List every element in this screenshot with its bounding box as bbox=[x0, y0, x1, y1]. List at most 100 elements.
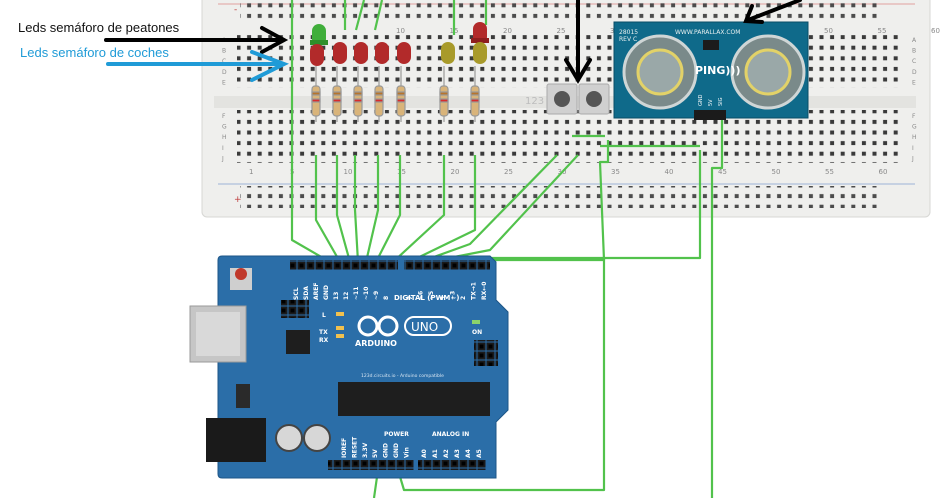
capacitor bbox=[275, 424, 303, 452]
wire bbox=[354, 0, 366, 31]
pin-label: RESET bbox=[351, 436, 358, 458]
wire bbox=[353, 155, 360, 263]
header-bottom-power bbox=[328, 460, 414, 470]
button-label: 123 bbox=[525, 96, 544, 107]
wire bbox=[392, 155, 446, 263]
wire bbox=[375, 155, 402, 263]
row-letter: C bbox=[912, 58, 916, 65]
power-jack bbox=[206, 418, 266, 462]
wire bbox=[408, 155, 477, 263]
led-yellow bbox=[441, 42, 455, 64]
wire bbox=[440, 140, 610, 262]
pin-label: SDA bbox=[303, 286, 310, 300]
wire bbox=[396, 258, 606, 492]
sensor-model: 28015 bbox=[619, 29, 638, 36]
on-label: ON bbox=[472, 329, 482, 336]
row-letter: D bbox=[222, 69, 227, 76]
pin-label: A2 bbox=[443, 449, 450, 458]
led-green bbox=[310, 24, 328, 46]
row-letter: E bbox=[222, 79, 226, 86]
pin-label: ~9 bbox=[373, 291, 380, 300]
column-number: 40 bbox=[665, 168, 674, 176]
sensor-pin-label: SIG bbox=[718, 97, 724, 106]
row-letter: F bbox=[912, 113, 916, 120]
pin-label: 8 bbox=[383, 296, 390, 300]
brand-label: ARDUINO bbox=[355, 339, 397, 348]
column-number: 25 bbox=[557, 27, 566, 35]
pin-label: RX←0 bbox=[481, 282, 488, 300]
pin-label: ~6 bbox=[418, 291, 425, 300]
row-letter: J bbox=[221, 155, 224, 162]
column-number: 35 bbox=[611, 168, 620, 176]
rail-plus-sign: + bbox=[234, 195, 242, 205]
row-letter: B bbox=[222, 48, 226, 55]
atmega-chip bbox=[338, 382, 490, 416]
resistor bbox=[353, 66, 363, 122]
column-number: 50 bbox=[824, 27, 833, 35]
wire bbox=[364, 155, 380, 263]
resistor bbox=[374, 66, 384, 122]
arrow-down-button bbox=[564, 0, 592, 84]
pin-label: SCL bbox=[293, 287, 300, 300]
led-red bbox=[354, 42, 368, 64]
column-number: 45 bbox=[718, 168, 727, 176]
pin-label: A0 bbox=[421, 449, 428, 458]
resistor bbox=[396, 66, 406, 122]
row-letter: E bbox=[912, 79, 916, 86]
column-number: 55 bbox=[825, 168, 834, 176]
analog-label: ANALOG IN bbox=[432, 431, 469, 438]
wire bbox=[373, 0, 384, 31]
wire bbox=[314, 155, 341, 263]
arrow-sensor bbox=[743, 0, 802, 24]
pin-label: 3.3V bbox=[362, 442, 369, 458]
column-number: 25 bbox=[504, 168, 513, 176]
icsp-header-small bbox=[281, 300, 309, 318]
arrow-blue bbox=[106, 50, 289, 82]
led-red bbox=[397, 42, 411, 64]
header-top-right bbox=[404, 260, 490, 270]
sensor-revision: REV C bbox=[619, 36, 637, 43]
column-number: 50 bbox=[772, 168, 781, 176]
pin-label: IOREF bbox=[341, 438, 348, 458]
sensor-name: PING))) bbox=[695, 64, 740, 77]
row-letter: B bbox=[912, 48, 916, 55]
car-leds bbox=[310, 42, 487, 66]
pin-label: A3 bbox=[454, 449, 461, 458]
row-letter: J bbox=[911, 155, 914, 162]
pin-label: GND bbox=[323, 285, 330, 300]
row-letter: H bbox=[222, 134, 227, 141]
l-label: L bbox=[322, 312, 326, 319]
hole-grid-bottom bbox=[237, 110, 903, 163]
rx-label: RX bbox=[319, 337, 329, 344]
model-label: UNO bbox=[411, 320, 438, 334]
resistors bbox=[311, 66, 480, 122]
arduino-logo bbox=[357, 315, 452, 337]
pin-label: 2 bbox=[460, 296, 467, 300]
sensor-url: WWW.PARALLAX.COM bbox=[675, 29, 740, 36]
pin-label: A4 bbox=[465, 449, 472, 458]
pin-label: ~5 bbox=[428, 291, 435, 300]
arrow-black bbox=[104, 26, 289, 54]
rail-holes bbox=[240, 0, 880, 22]
column-number: 55 bbox=[878, 27, 887, 35]
sensor-pin-header bbox=[694, 110, 726, 120]
column-number: 60 bbox=[879, 168, 888, 176]
wire bbox=[290, 0, 331, 263]
row-letter: H bbox=[912, 134, 917, 141]
pin-label: GND bbox=[393, 443, 400, 458]
column-number: 10 bbox=[344, 168, 353, 176]
row-letter: F bbox=[222, 113, 226, 120]
row-letter: G bbox=[912, 124, 917, 131]
reset-button bbox=[235, 268, 247, 280]
ping-sensor: 28015 REV C WWW.PARALLAX.COM PING))) GND… bbox=[613, 21, 809, 120]
pin-label: Vin bbox=[403, 447, 410, 458]
sensor-pin-label: GND bbox=[698, 94, 704, 106]
pin-label: 5V bbox=[372, 449, 379, 458]
wire bbox=[450, 150, 702, 260]
